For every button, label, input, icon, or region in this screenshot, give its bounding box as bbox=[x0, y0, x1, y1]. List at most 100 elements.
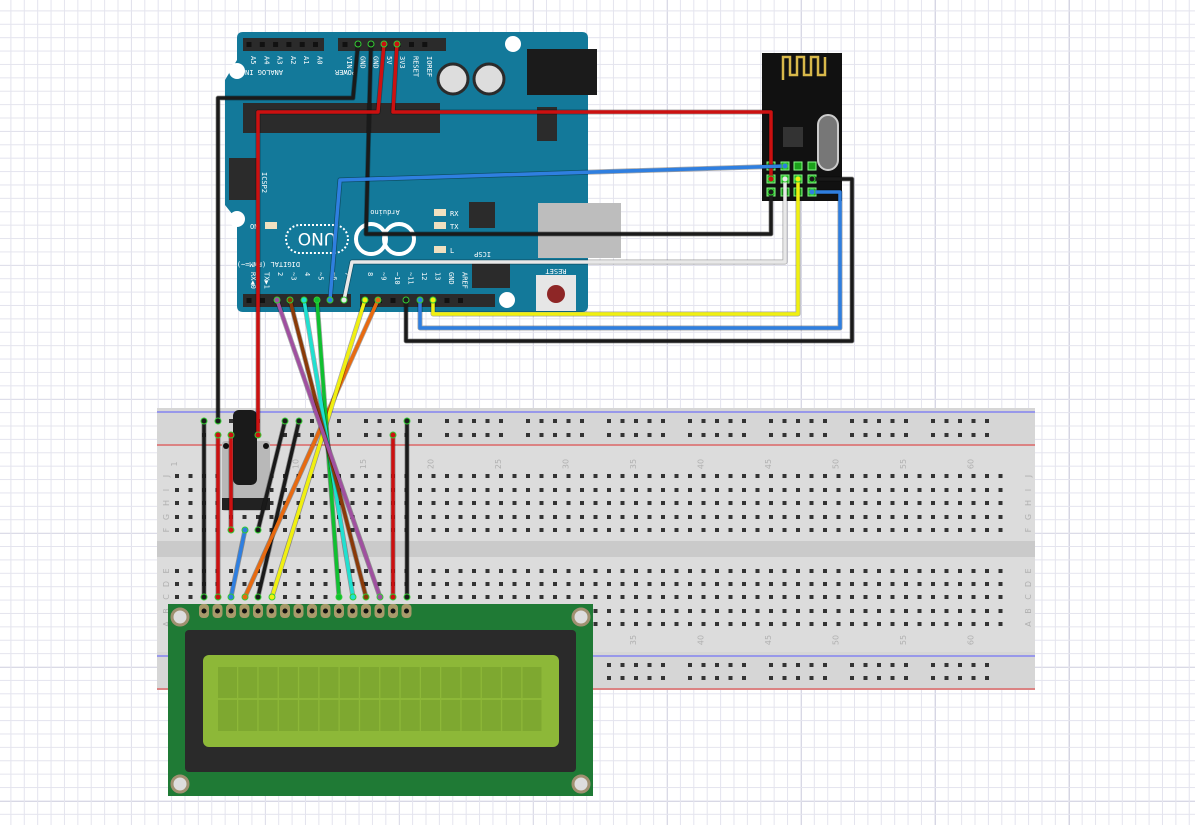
on-led bbox=[265, 222, 277, 229]
breadboard-hole bbox=[593, 528, 598, 532]
wire[interactable] bbox=[256, 42, 386, 437]
rail-hole bbox=[944, 663, 949, 667]
pot-knob[interactable] bbox=[233, 410, 257, 485]
l-led bbox=[434, 246, 446, 253]
breadboard-hole bbox=[917, 474, 922, 478]
breadboard-hole bbox=[647, 515, 652, 519]
breadboard-hole bbox=[458, 474, 463, 478]
breadboard-hole bbox=[823, 488, 827, 492]
breadboard-hole bbox=[796, 582, 800, 586]
breadboard-hole bbox=[877, 528, 881, 532]
wire[interactable] bbox=[404, 177, 854, 343]
wire[interactable] bbox=[216, 42, 360, 423]
rail-hole bbox=[877, 419, 881, 423]
wire-end bbox=[241, 526, 249, 534]
breadboard-hole bbox=[998, 609, 1003, 613]
lcd-char-cell bbox=[481, 700, 501, 731]
breadboard-hole bbox=[418, 488, 422, 492]
row-label: C bbox=[162, 594, 171, 600]
breadboard-hole bbox=[877, 582, 881, 586]
rail-hole bbox=[472, 419, 476, 423]
row-label: F bbox=[162, 527, 171, 532]
wire[interactable] bbox=[256, 419, 287, 532]
breadboard-hole bbox=[917, 609, 922, 613]
breadboard-hole bbox=[242, 515, 247, 519]
breadboard-hole bbox=[796, 569, 800, 573]
column-number: 50 bbox=[832, 459, 841, 469]
breadboard-hole bbox=[755, 474, 760, 478]
breadboard-hole bbox=[661, 569, 665, 573]
header-pin bbox=[299, 42, 305, 47]
breadboard-hole bbox=[688, 515, 692, 519]
rail-hole bbox=[661, 676, 665, 680]
wire[interactable] bbox=[418, 190, 842, 330]
rail-hole bbox=[850, 419, 854, 423]
breadboard-hole bbox=[188, 474, 193, 478]
wire[interactable] bbox=[243, 298, 380, 599]
wire[interactable] bbox=[275, 298, 382, 599]
rail-hole bbox=[944, 676, 949, 680]
breadboard-hole bbox=[539, 595, 544, 599]
breadboard-hole bbox=[836, 595, 841, 599]
rail-hole bbox=[863, 676, 868, 680]
lcd-char-cell bbox=[502, 700, 522, 731]
breadboard-hole bbox=[661, 528, 665, 532]
rail-hole bbox=[742, 676, 746, 680]
column-number: 30 bbox=[562, 459, 571, 469]
rail-hole bbox=[809, 433, 814, 437]
breadboard-hole bbox=[755, 528, 760, 532]
wire[interactable] bbox=[391, 42, 773, 181]
breadboard-hole bbox=[566, 595, 571, 599]
wire[interactable] bbox=[270, 298, 367, 599]
wire[interactable] bbox=[342, 177, 787, 302]
breadboard-hole bbox=[431, 515, 436, 519]
breadboard-hole bbox=[634, 515, 638, 519]
wire-end bbox=[227, 526, 235, 534]
wire[interactable] bbox=[364, 42, 773, 236]
breadboard-hole bbox=[539, 528, 544, 532]
breadboard-hole bbox=[485, 474, 490, 478]
breadboard-hole bbox=[904, 582, 908, 586]
rail-hole bbox=[418, 419, 422, 423]
wire[interactable] bbox=[256, 419, 301, 599]
digital-pin-label: 7 bbox=[344, 272, 352, 276]
lcd-char-cell bbox=[339, 667, 359, 698]
breadboard-hole bbox=[607, 622, 611, 626]
rail-hole bbox=[728, 676, 733, 680]
column-number: 60 bbox=[967, 459, 976, 469]
column-number: 25 bbox=[494, 459, 503, 469]
reset-button-cap[interactable] bbox=[547, 285, 565, 303]
breadboard-hole bbox=[728, 474, 733, 478]
wire[interactable] bbox=[328, 164, 787, 302]
rail-hole bbox=[485, 419, 490, 423]
breadboard-hole bbox=[620, 595, 625, 599]
breadboard-hole bbox=[580, 474, 584, 478]
breadboard-hole bbox=[796, 474, 800, 478]
breadboard-hole bbox=[526, 488, 530, 492]
breadboard-hole bbox=[755, 488, 760, 492]
breadboard-hole bbox=[526, 474, 530, 478]
wire[interactable] bbox=[431, 177, 800, 316]
center-channel bbox=[157, 541, 1035, 557]
breadboard-hole bbox=[634, 595, 638, 599]
rail-hole bbox=[647, 433, 652, 437]
mounting-hole bbox=[505, 36, 521, 52]
breadboard-hole bbox=[445, 528, 449, 532]
breadboard-hole bbox=[337, 569, 341, 573]
wire[interactable] bbox=[229, 528, 247, 599]
rail-hole bbox=[958, 676, 962, 680]
rail-hole bbox=[634, 676, 638, 680]
breadboard-hole bbox=[620, 488, 625, 492]
rail-hole bbox=[971, 419, 976, 423]
breadboard-hole bbox=[863, 474, 868, 478]
breadboard-hole bbox=[755, 595, 760, 599]
breadboard-hole bbox=[553, 582, 557, 586]
breadboard-hole bbox=[377, 501, 382, 505]
rail-hole bbox=[769, 419, 773, 423]
breadboard-hole bbox=[863, 622, 868, 626]
breadboard-hole bbox=[688, 474, 692, 478]
breadboard-hole bbox=[715, 582, 719, 586]
breadboard-hole bbox=[742, 528, 746, 532]
breadboard-hole bbox=[364, 474, 368, 478]
breadboard-hole bbox=[971, 528, 976, 532]
